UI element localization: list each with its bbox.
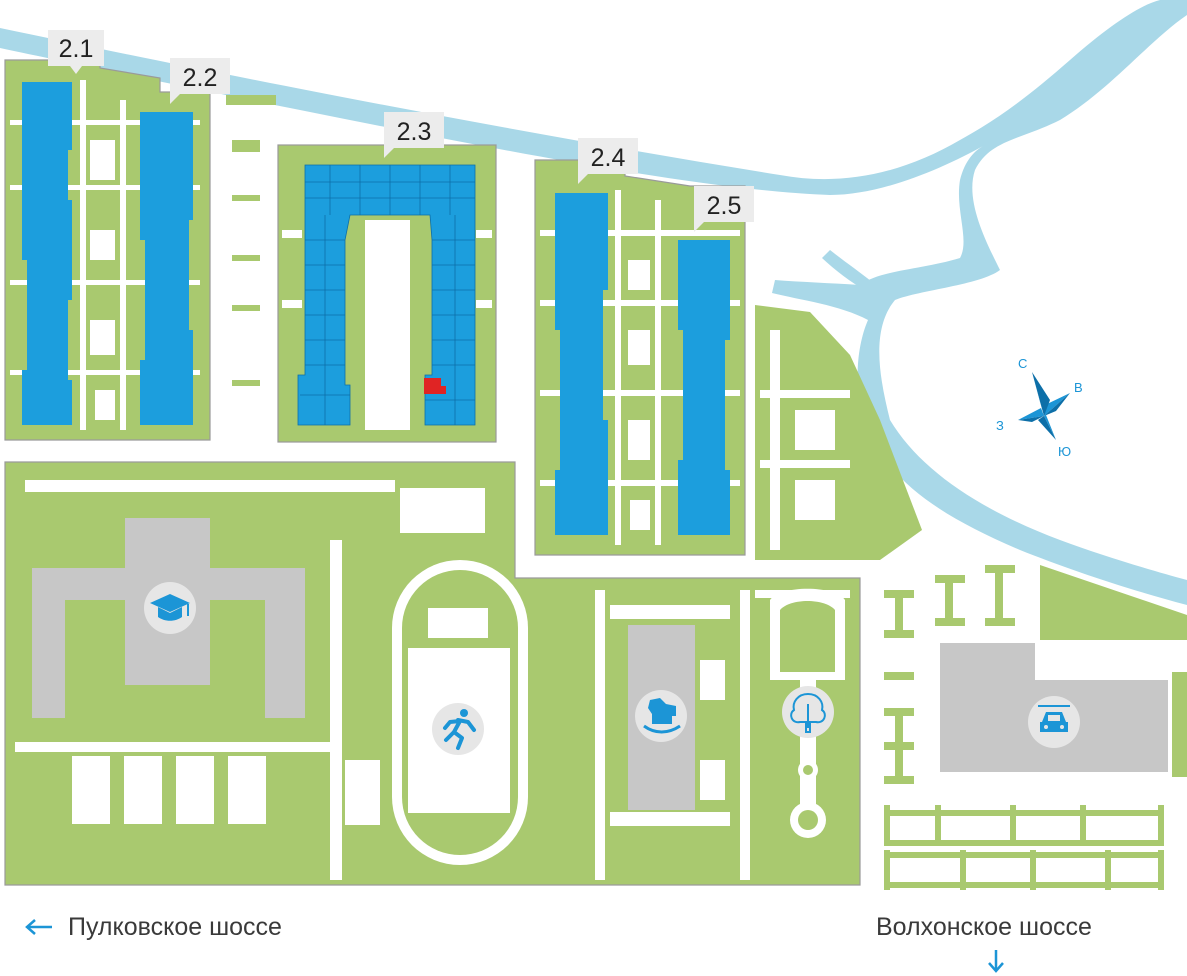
building-label-2-2[interactable]: 2.2 (170, 58, 230, 104)
building-label-2-4[interactable]: 2.4 (578, 138, 638, 184)
compass-west: З (996, 418, 1004, 433)
block-2-1-2-2 (4, 59, 211, 441)
building-label-text: 2.3 (397, 118, 432, 146)
runner-icon[interactable] (432, 703, 484, 755)
graduation-cap-icon[interactable] (144, 582, 196, 634)
rocking-horse-icon[interactable] (635, 690, 687, 742)
building-label-2-1[interactable]: 2.1 (48, 30, 104, 74)
arrow-down-icon (988, 950, 1004, 973)
road-label-pulkovskoe: Пулковское шоссе (68, 913, 282, 941)
compass-rose: С В Ю З (996, 356, 1083, 459)
building-label-text: 2.2 (183, 64, 218, 92)
arrow-left-icon (25, 919, 52, 935)
building-label-2-5[interactable]: 2.5 (694, 186, 754, 232)
selected-apartment-highlight (424, 378, 446, 394)
compass-north: С (1018, 356, 1027, 371)
compass-south: Ю (1058, 444, 1071, 459)
building-label-2-3[interactable]: 2.3 (384, 112, 444, 158)
tree-icon[interactable] (782, 686, 834, 738)
east-green-area (755, 305, 922, 560)
parking-strip (226, 95, 276, 386)
building-label-text: 2.5 (707, 192, 742, 220)
car-icon[interactable] (1028, 696, 1080, 748)
block-2-3 (277, 144, 497, 443)
compass-east: В (1074, 380, 1083, 395)
building-label-text: 2.4 (591, 144, 626, 172)
block-2-4-2-5 (534, 159, 746, 556)
building-label-text: 2.1 (59, 35, 94, 63)
road-label-volkhonskoe: Волхонское шоссе (876, 913, 1092, 941)
